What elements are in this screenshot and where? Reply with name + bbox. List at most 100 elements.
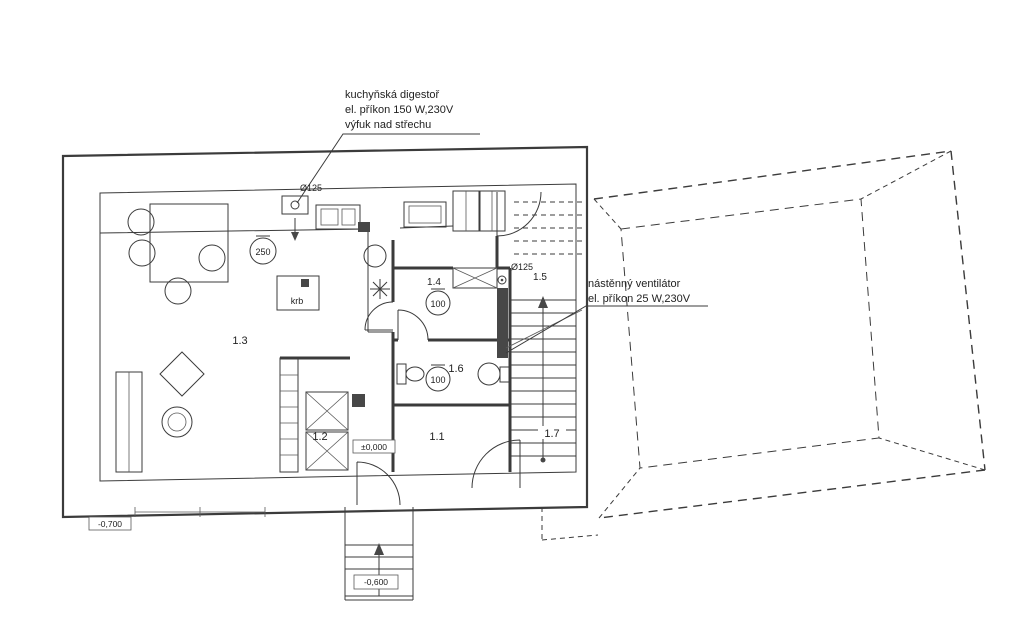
annotation-kitchen-hood: kuchyňská digestoř el. příkon 150 W,230V…	[296, 89, 480, 204]
planned-extension	[541, 150, 986, 541]
level-entrance-label: -0,600	[364, 577, 388, 587]
vent-100-wc-icon	[425, 366, 451, 392]
washbasin	[477, 362, 501, 386]
vent-100-bathroom-icon	[425, 290, 451, 316]
shelf-unit	[279, 357, 299, 473]
duct-shaft: Ø125	[452, 262, 533, 358]
tall-cabinet-right	[479, 190, 506, 232]
extension-inner-dashed	[620, 198, 880, 469]
kitchen-sink-basin-right	[341, 208, 356, 226]
stair-break-line	[505, 309, 583, 349]
fan-annotation-line1: nástěnný ventilátor	[588, 278, 681, 290]
kitchen	[99, 190, 506, 333]
annotation-wall-fan: nástěnný ventilátor el. příkon 25 W,230V	[505, 278, 708, 354]
wall-fan-icon	[497, 275, 507, 285]
kitchen-hood	[281, 195, 309, 215]
dining-chair	[198, 244, 226, 272]
kitchen-column	[358, 222, 370, 232]
doors	[356, 191, 542, 506]
vent-100-wc-label: 100	[430, 375, 445, 385]
hood-annotation-line1: kuchyňská digestoř	[345, 89, 439, 101]
stair-walk-start	[540, 457, 546, 463]
armchair	[161, 406, 193, 438]
upper-flight-dashed-treads	[514, 201, 586, 255]
fireplace: krb	[276, 275, 320, 311]
door-wc-arc	[397, 309, 429, 341]
steps-side-walls	[344, 507, 414, 600]
terrace-step-dashed	[541, 507, 599, 541]
door-back-entrance-arc	[471, 439, 521, 489]
steps-arrowhead	[374, 543, 384, 555]
fan-annotation-line2: el. příkon 25 W,230V	[588, 293, 691, 305]
pantry-column	[352, 394, 365, 407]
building-walls	[61, 145, 589, 519]
stair-walk-arrowhead	[538, 296, 548, 308]
kitchen-hood-duct	[290, 200, 300, 210]
fan-annotation-leader	[505, 305, 708, 354]
door-main-entrance-arc	[356, 461, 401, 506]
stair-label-bg	[538, 426, 566, 439]
duct-crossed-shaft	[452, 267, 498, 289]
fan-diameter-label: Ø125	[511, 262, 533, 272]
hood-diameter-label: Ø125	[300, 183, 322, 193]
utility-sink	[403, 201, 447, 228]
living-room-furniture	[115, 351, 205, 473]
kitchen-sink-basin-left	[320, 208, 339, 226]
inner-wall-outline	[99, 183, 577, 482]
shelf-lines	[280, 374, 298, 456]
level-terrace-box	[88, 516, 132, 531]
entrance-steps	[344, 507, 414, 601]
crossed-box-bottom	[305, 431, 349, 471]
extension-hip-diagonals	[593, 150, 986, 519]
hood-annotation-leader	[296, 133, 480, 204]
room-label-living: 1.3	[232, 335, 247, 347]
toilet-bowl	[405, 366, 425, 382]
crossed-box-top-diagonals	[305, 391, 349, 431]
level-zero-box	[352, 439, 396, 454]
room-label-pantry: 1.2	[312, 431, 327, 443]
bar-stool	[363, 244, 387, 268]
cabinet-divisions	[465, 191, 493, 231]
room-label-staircase: 1.7	[544, 428, 559, 440]
ceiling-light-star	[370, 279, 390, 299]
coffee-table-diamond	[159, 351, 205, 397]
interior-partitions	[280, 236, 512, 472]
wall-fan-dot	[500, 278, 504, 282]
dining-chair	[128, 239, 156, 267]
window-band-bottom	[134, 507, 266, 517]
crossed-box-top	[305, 391, 349, 431]
hood-annotation-line3: výfuk nad střechu	[345, 119, 431, 131]
sanitary-fixtures	[396, 362, 510, 386]
room-label-bathroom: 1.4	[427, 277, 441, 288]
vent-250-icon	[249, 237, 277, 265]
pantry-closet	[279, 357, 365, 473]
hood-exhaust-arrowhead	[291, 232, 299, 241]
utility-sink-basin	[408, 205, 442, 224]
armchair-seat	[167, 412, 187, 432]
dining-set	[127, 203, 229, 305]
duct-shaft-diagonals	[452, 267, 498, 289]
toilet-tank	[396, 363, 407, 385]
room-labels: 1.3 1.2 1.1 1.4 1.5 1.6 1.7	[232, 272, 559, 443]
crossed-box-bottom-diagonals	[305, 431, 349, 471]
washbasin-ledge	[499, 366, 510, 383]
outer-wall-outline	[61, 145, 589, 519]
kitchen-sink	[315, 204, 361, 230]
level-terrace-label: -0,700	[98, 519, 122, 529]
dining-chair	[127, 208, 155, 236]
door-bathroom-arc	[364, 301, 394, 331]
level-markers: ±0,000 -0,700 -0,600	[88, 439, 399, 590]
fireplace-body	[276, 275, 320, 311]
room-label-corridor: 1.5	[533, 272, 547, 283]
fireplace-label: krb	[291, 296, 304, 306]
ceiling-vents: 250 100 100	[249, 235, 451, 392]
hood-annotation-line2: el. příkon 150 W,230V	[345, 104, 454, 116]
kitchen-counter-edge	[99, 225, 454, 333]
room-label-hallway: 1.1	[429, 431, 444, 443]
dining-chair	[164, 277, 192, 305]
door-corridor-arc	[496, 191, 542, 237]
vent-250-label: 250	[255, 247, 270, 257]
installation-shaft	[497, 288, 508, 358]
